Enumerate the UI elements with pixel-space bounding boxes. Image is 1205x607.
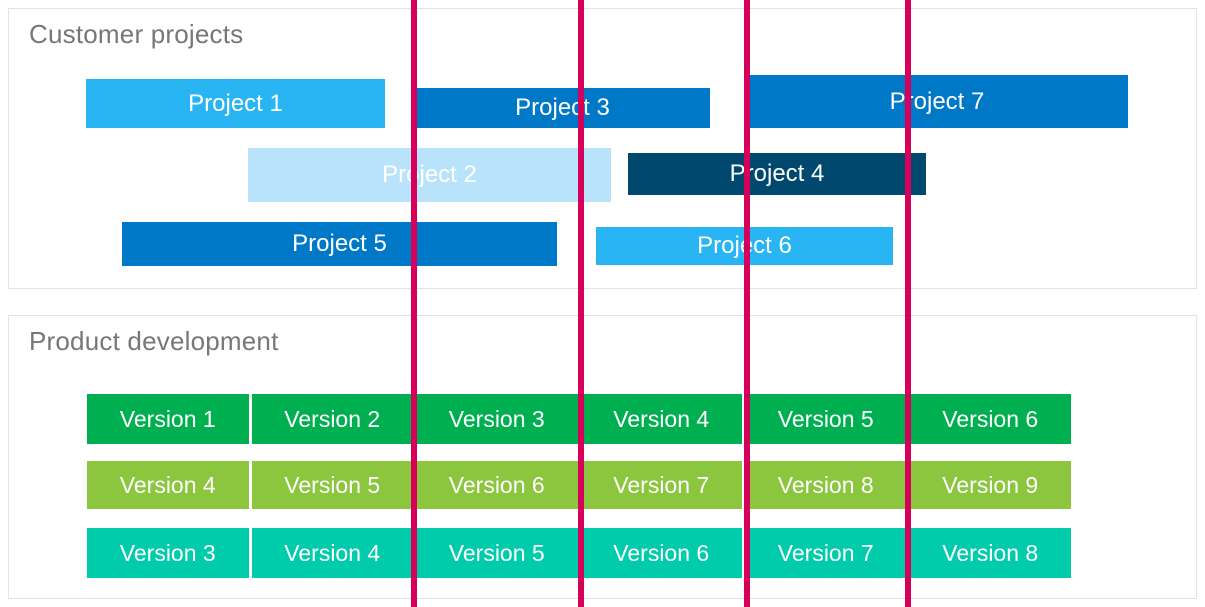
version-cell[interactable]: Version 5 bbox=[745, 394, 907, 444]
version-cell[interactable]: Version 2 bbox=[251, 394, 413, 444]
version-cell[interactable]: Version 8 bbox=[909, 528, 1071, 578]
version-cell[interactable]: Version 4 bbox=[87, 461, 249, 509]
gantt-bar-project-3[interactable]: Project 3 bbox=[415, 88, 710, 128]
gantt-bar-project-1[interactable]: Project 1 bbox=[86, 79, 385, 128]
version-cell[interactable]: Version 5 bbox=[251, 461, 413, 509]
milestone-1-line bbox=[411, 0, 417, 607]
panel-title-customer-projects: Customer projects bbox=[29, 19, 244, 49]
version-cell[interactable]: Version 3 bbox=[87, 528, 249, 578]
version-cell[interactable]: Version 8 bbox=[745, 461, 907, 509]
gantt-bar-project-4[interactable]: Project 4 bbox=[628, 153, 926, 195]
milestone-3-line bbox=[744, 0, 750, 607]
version-cell[interactable]: Version 6 bbox=[909, 394, 1071, 444]
milestone-4-line bbox=[905, 0, 911, 607]
version-cell[interactable]: Version 7 bbox=[580, 461, 742, 509]
version-cell[interactable]: Version 9 bbox=[909, 461, 1071, 509]
version-cell[interactable]: Version 3 bbox=[416, 394, 578, 444]
version-cell[interactable]: Version 4 bbox=[580, 394, 742, 444]
version-cell[interactable]: Version 6 bbox=[416, 461, 578, 509]
gantt-bar-project-5[interactable]: Project 5 bbox=[122, 222, 557, 266]
gantt-bar-project-2[interactable]: Project 2 bbox=[248, 148, 611, 202]
panel-title-product-development: Product development bbox=[29, 326, 279, 356]
version-cell[interactable]: Version 1 bbox=[87, 394, 249, 444]
version-cell[interactable]: Version 6 bbox=[580, 528, 742, 578]
milestone-2-line bbox=[578, 0, 584, 607]
version-cell[interactable]: Version 5 bbox=[416, 528, 578, 578]
version-cell[interactable]: Version 7 bbox=[745, 528, 907, 578]
version-cell[interactable]: Version 4 bbox=[251, 528, 413, 578]
